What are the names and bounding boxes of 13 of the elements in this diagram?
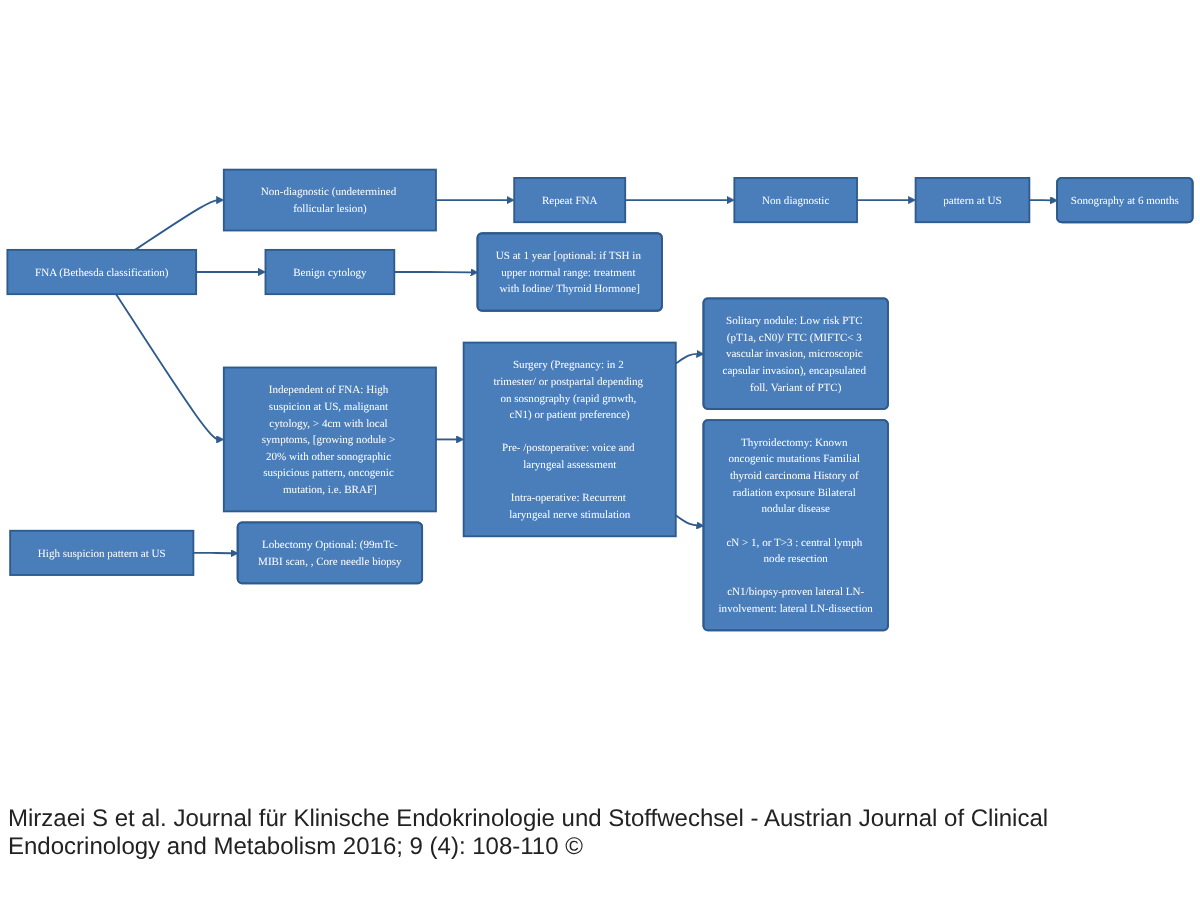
- arrow: [674, 514, 705, 530]
- arrow: [435, 435, 464, 444]
- arrow: [674, 349, 705, 365]
- arrow: [1028, 196, 1058, 205]
- arrow: [134, 196, 225, 251]
- arrow: [624, 196, 735, 205]
- arrow: [856, 196, 916, 205]
- arrow: [435, 196, 515, 205]
- arrow: [195, 267, 266, 277]
- arrow: [192, 549, 239, 558]
- arrow: [393, 268, 479, 277]
- caption: Mirzaei S et al. Journal für Klinische Endokrinologie und Stoffwechsel - Austrian Journal of Clinical Endocrinology and Metabolism 2016; 9 (4): 108-110 ©: [6, 802, 1051, 864]
- arrow: [115, 293, 225, 444]
